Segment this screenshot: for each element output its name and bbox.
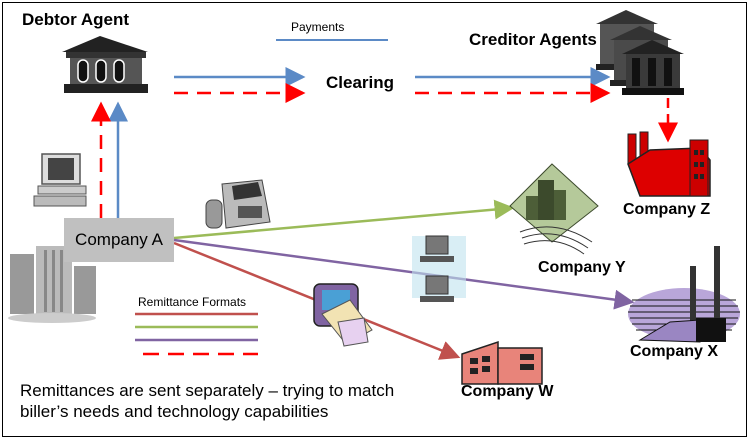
caption: Remittances are sent separately – trying… [20,380,394,422]
clearing-label: Clearing [326,73,395,92]
company-x-label: Company X [630,343,719,360]
office-building-icon [509,163,599,255]
warehouse-icon [461,340,543,385]
creditor-banks-icon [596,10,684,95]
mail-computer-icon [313,283,373,347]
caption-line-1: Remittances are sent separately – trying… [20,381,395,400]
remittance-formats-label: Remittance Formats [138,295,247,309]
debtor-bank-icon [62,36,148,93]
fax-icon [205,179,271,229]
power-plant-icon [628,246,740,343]
company-w-label: Company W [461,383,554,400]
computer-icon [33,153,87,207]
factory-icon [627,131,711,197]
debtor-agent-label: Debtor Agent [22,10,130,29]
creditor-agents-label: Creditor Agents [469,30,597,49]
networked-computers-icon [412,235,466,302]
diagram-frame [2,2,747,437]
remittance-flow-to-company-y [173,199,515,240]
company-y-label: Company Y [538,259,626,276]
company-z-label: Company Z [623,201,711,218]
payments-legend-label: Payments [291,20,345,34]
remittance-flow-to-company-x [173,238,635,310]
company-a-node: Company A [64,218,174,262]
caption-line-2: biller’s needs and technology capabiliti… [20,402,329,421]
